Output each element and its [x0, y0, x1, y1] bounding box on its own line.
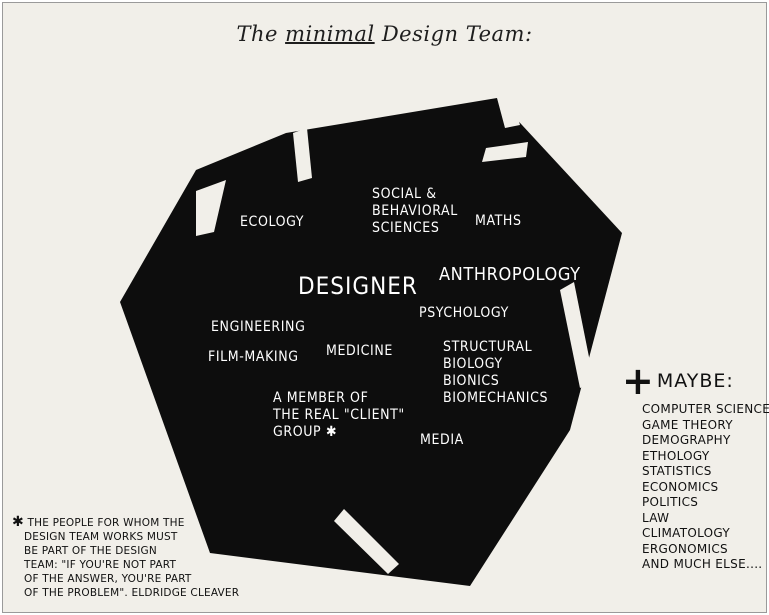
gap-bottom-right	[526, 532, 558, 574]
label-maths: MATHS	[475, 213, 522, 229]
footnote-line-2: DESIGN TEAM WORKS MUST	[24, 531, 178, 543]
gap-right	[560, 282, 594, 388]
label-structural-biology: STRUCTURAL BIOLOGY BIONICS BIOMECHANICS	[443, 339, 548, 407]
list-item: ERGONOMICS	[642, 541, 728, 556]
label-structural-line-3: BIONICS	[443, 373, 500, 389]
label-anthropology: ANTHROPOLOGY	[439, 264, 581, 285]
diagram-title: The minimal Design Team:	[0, 22, 769, 46]
maybe-heading: +MAYBE:	[622, 359, 769, 403]
label-member-line-3: GROUP ✱	[273, 424, 337, 440]
footnote-line-1: ✱ THE PEOPLE FOR WHOM THE	[12, 515, 262, 530]
gap-bottom-left	[155, 449, 177, 524]
list-item: STATISTICS	[642, 464, 712, 478]
label-social-line-3: SCIENCES	[372, 220, 440, 236]
label-social-sciences: SOCIAL & BEHAVIORAL SCIENCES	[372, 186, 458, 237]
asterisk-icon: ✱	[12, 514, 24, 530]
maybe-section: +MAYBE: COMPUTER SCIENCE GAME THEORY DEM…	[622, 359, 769, 573]
edge-tip-1	[497, 90, 520, 128]
list-item: GAME THEORY	[642, 417, 733, 432]
label-structural-line-4: BIOMECHANICS	[443, 390, 549, 406]
segment-gaps	[155, 128, 594, 574]
footnote-line-6: OF THE PROBLEM". ELDRIDGE CLEAVER	[24, 587, 240, 599]
label-structural-line-2: BIOLOGY	[443, 356, 503, 372]
label-social-line-2: BEHAVIORAL	[372, 203, 458, 219]
gap-top-left	[196, 180, 226, 236]
footnote-line-3: BE PART OF THE DESIGN	[24, 545, 157, 557]
label-client-member: A MEMBER OF THE REAL "CLIENT" GROUP ✱	[273, 390, 405, 441]
label-structural-line-1: STRUCTURAL	[443, 339, 533, 355]
maybe-list: COMPUTER SCIENCE GAME THEORY DEMOGRAPHY …	[642, 402, 769, 573]
label-ecology: ECOLOGY	[240, 214, 305, 230]
label-member-line-2: THE REAL "CLIENT"	[273, 407, 405, 423]
label-designer: DESIGNER	[298, 272, 418, 300]
footnote-line-4: TEAM: "IF YOU'RE NOT PART	[24, 559, 177, 571]
label-medicine: MEDICINE	[326, 343, 393, 359]
title-emphasis: minimal	[285, 22, 375, 46]
footnote-line-5: OF THE ANSWER, YOU'RE PART	[24, 573, 192, 585]
title-suffix: Design Team:	[381, 22, 533, 46]
label-social-line-1: SOCIAL &	[372, 186, 437, 202]
pinwheel-edges	[104, 90, 520, 600]
footnote: ✱ THE PEOPLE FOR WHOM THE DESIGN TEAM WO…	[12, 515, 262, 600]
list-item: LAW	[642, 510, 670, 525]
list-item: ETHOLOGY	[642, 448, 710, 463]
label-media: MEDIA	[420, 432, 464, 448]
heptagon-shape	[120, 98, 622, 586]
list-item: POLITICS	[642, 495, 699, 509]
edge-tip-2	[104, 298, 138, 376]
footnote-text-1: THE PEOPLE FOR WHOM THE	[27, 517, 185, 529]
gap-top	[293, 128, 312, 182]
list-item: ECONOMICS	[642, 479, 719, 494]
list-item: DEMOGRAPHY	[642, 433, 731, 447]
label-psychology: PSYCHOLOGY	[419, 305, 509, 321]
list-item: COMPUTER SCIENCE	[642, 402, 769, 416]
edge-tip-3	[440, 586, 482, 600]
label-film-making: FILM-MAKING	[208, 349, 299, 365]
gap-top-right	[482, 142, 528, 162]
title-prefix: The	[236, 22, 278, 46]
plus-icon: +	[622, 359, 655, 403]
list-item: CLIMATOLOGY	[642, 526, 731, 540]
gap-bottom	[334, 509, 399, 574]
label-engineering: ENGINEERING	[211, 319, 306, 335]
maybe-heading-text: MAYBE:	[656, 370, 734, 392]
label-member-line-1: A MEMBER OF	[273, 390, 369, 406]
list-item: AND MUCH ELSE....	[642, 557, 763, 571]
